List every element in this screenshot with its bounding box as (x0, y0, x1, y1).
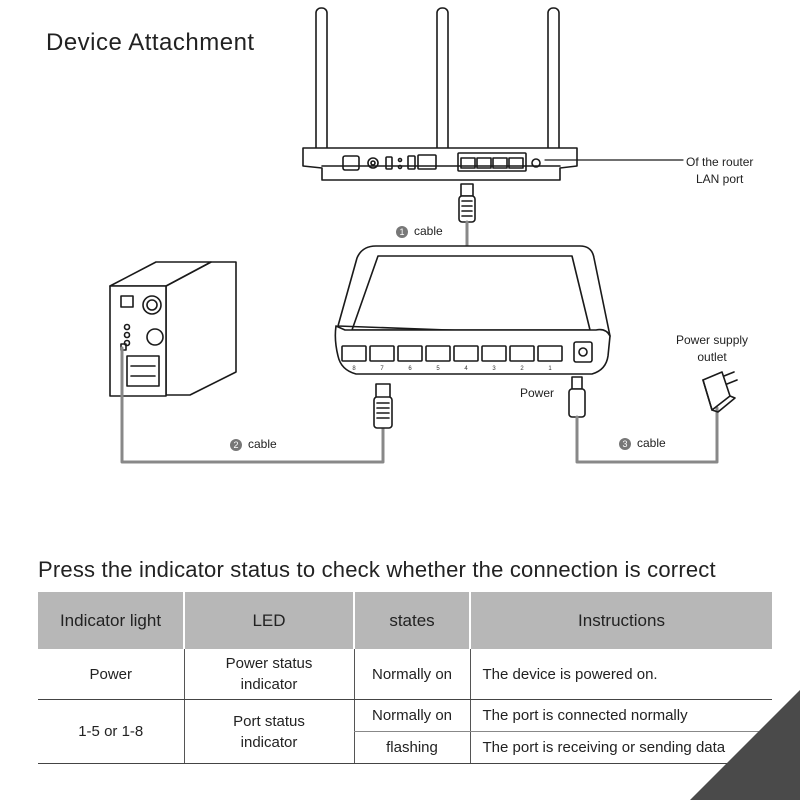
svg-text:5: 5 (436, 366, 440, 372)
switch-front-panel (334, 325, 611, 375)
table-row: Power Power status indicator Normally on… (38, 649, 772, 700)
router (302, 7, 578, 181)
cable-2-number-icon: 2 (230, 439, 242, 451)
cell-indicator: Power (38, 649, 184, 700)
indicator-table: Indicator light LED states Instructions … (38, 592, 772, 764)
switch-power-jack (573, 341, 593, 363)
cell-led: Power status indicator (183, 649, 354, 700)
router-antenna-right (547, 7, 560, 161)
computer-case-side (165, 261, 237, 396)
table-row: 1-5 or 1-8 Port status indicator Normall… (38, 699, 772, 764)
switch-top-surface (337, 245, 611, 337)
corner-accent (690, 690, 800, 800)
svg-text:7: 7 (380, 366, 384, 372)
cable-3-number-icon: 3 (619, 438, 631, 450)
cable-1-plug-top (460, 183, 474, 197)
svg-text:4: 4 (464, 366, 468, 372)
switch-ports (341, 345, 563, 362)
indicator-table-header-row: Indicator light LED states Instructions (38, 592, 772, 649)
cell-led: Port status indicator (183, 699, 354, 764)
power-adapter (702, 371, 738, 413)
indicator-table-heading: Press the indicator status to check whet… (38, 557, 716, 582)
power-plug (571, 376, 583, 390)
svg-text:2: 2 (520, 366, 524, 372)
svg-text:8: 8 (352, 366, 356, 372)
router-lan-label: Of the router LAN port (686, 155, 754, 186)
computer-case-front (109, 285, 167, 397)
cable-1-number-icon: 1 (396, 226, 408, 238)
power-label: Power (520, 386, 555, 400)
header-states: states (354, 592, 471, 649)
header-led: LED (184, 592, 355, 649)
router-antenna-center (436, 7, 449, 154)
cable-3 (568, 371, 738, 464)
header-indicator-light: Indicator light (38, 592, 185, 649)
computer-tower (109, 261, 237, 397)
cell-state: flashing (353, 731, 470, 764)
switch-port-numbers: 8 7 6 5 4 3 2 1 (352, 366, 552, 372)
router-body (302, 147, 578, 181)
header-instructions: Instructions (470, 592, 772, 649)
cell-state: Normally on (353, 699, 470, 732)
power-outlet-label: Power supply outlet (676, 333, 749, 364)
svg-text:6: 6 (408, 366, 412, 372)
svg-text:1: 1 (548, 366, 552, 372)
network-switch (334, 245, 611, 375)
cell-state: Normally on (353, 649, 470, 700)
page-title: Device Attachment (46, 29, 255, 56)
cable-2 (120, 346, 393, 464)
cable-2-plug (375, 383, 391, 399)
cell-indicator: 1-5 or 1-8 (38, 699, 184, 764)
svg-text:3: 3 (492, 366, 496, 372)
router-antenna-left (315, 7, 328, 161)
device-attachment-diagram: 8 7 6 5 4 3 2 1 (109, 7, 738, 464)
